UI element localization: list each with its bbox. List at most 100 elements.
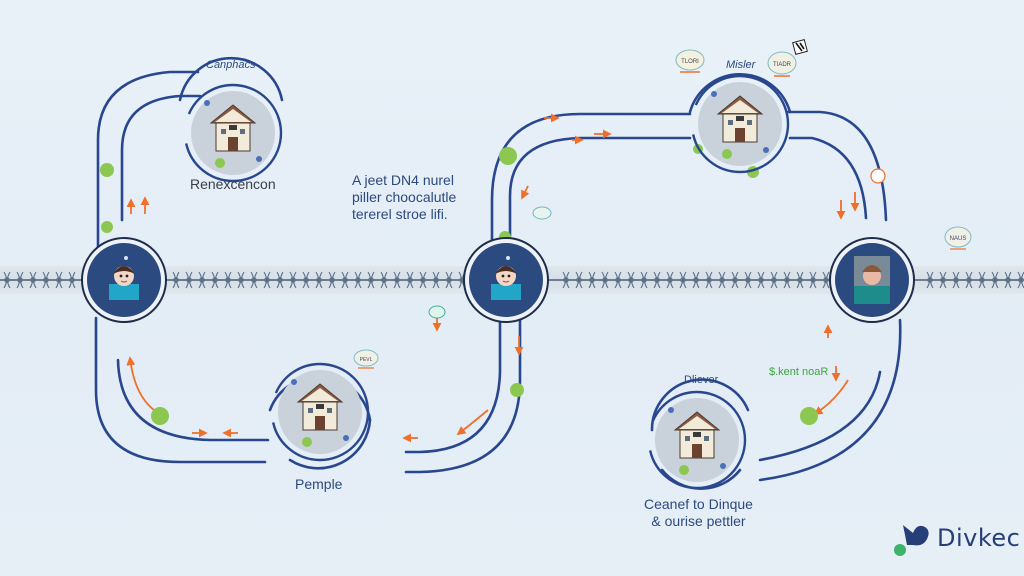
chain-link: [965, 271, 973, 289]
chain-link: [276, 271, 284, 289]
connector-line: [120, 94, 202, 222]
chain-link: [354, 271, 362, 289]
chain-link: [627, 271, 635, 289]
leaf-icon: [722, 149, 732, 159]
connector-line: [688, 73, 792, 114]
leaf-icon: [215, 158, 225, 168]
connector-line: [758, 318, 902, 482]
house-node[interactable]: [690, 74, 790, 174]
badge-text: TLORI: [681, 59, 699, 65]
chain-link: [445, 271, 453, 289]
caption-renexcencon: Renexcencon: [190, 176, 276, 192]
leaf-icon: [510, 383, 524, 397]
chain-link: [302, 271, 310, 289]
house-node[interactable]: [647, 390, 747, 490]
chain-link: [380, 271, 388, 289]
leaf-icon: [800, 407, 818, 425]
arrow-icon: [456, 409, 489, 436]
chain-link: [614, 271, 622, 289]
leaf-icon: [100, 163, 114, 177]
tag-icon: [204, 100, 210, 106]
chain-link: [432, 271, 440, 289]
chain-link: [224, 271, 232, 289]
connector-line: [288, 418, 372, 470]
chain-link: [575, 271, 583, 289]
chain-link: [926, 271, 934, 289]
title-note: A jeet DN4 nurel piller choocalutle tere…: [352, 172, 492, 223]
chain-link: [55, 271, 63, 289]
connector-line: [758, 370, 882, 462]
chain-link: [640, 271, 648, 289]
connector-line: [94, 316, 267, 464]
brand-logo[interactable]: Divkec: [893, 519, 1020, 557]
house-icon: [673, 411, 721, 459]
chain-link: [783, 271, 791, 289]
house-node[interactable]: [270, 362, 370, 462]
connector-line: [404, 318, 522, 474]
chain-link: [419, 271, 427, 289]
leaf-icon: [151, 407, 169, 425]
connector-line: [508, 136, 692, 238]
tag-icon: [291, 379, 297, 385]
person-avatar-icon: [491, 256, 521, 300]
badge-small: [532, 206, 552, 220]
chain-link: [562, 271, 570, 289]
arrow-icon: [126, 356, 161, 415]
badge-text: TIADR: [773, 62, 792, 68]
caption-pemple: Pemple: [295, 476, 343, 492]
house-node[interactable]: [183, 83, 283, 183]
chain-link: [770, 271, 778, 289]
chain-link: [172, 271, 180, 289]
chain-link: [679, 271, 687, 289]
chain-link: [367, 271, 375, 289]
tag-icon: [763, 147, 769, 153]
leaf-icon: [101, 221, 113, 233]
title-note-line: A jeet DN4 nurel: [352, 172, 454, 188]
chain-link: [588, 271, 596, 289]
chain-link: [29, 271, 37, 289]
connector-line: [788, 136, 868, 220]
chain-link: [601, 271, 609, 289]
leaf-icon: [499, 147, 517, 165]
chain-link: [796, 271, 804, 289]
connector-line: [786, 110, 888, 222]
chain-link: [939, 271, 947, 289]
chain-link: [68, 271, 76, 289]
leaf-icon: [302, 437, 312, 447]
chain-link: [263, 271, 271, 289]
chain-link: [705, 271, 713, 289]
badge-text: NAUS: [950, 236, 967, 242]
brand-name: Divkec: [937, 524, 1021, 552]
chain-link: [315, 271, 323, 289]
house-icon: [716, 95, 764, 143]
swirl-icon: [870, 168, 886, 184]
chain-link: [718, 271, 726, 289]
chain-link: [3, 271, 11, 289]
house-icon: [296, 383, 344, 431]
chain-link: [744, 271, 752, 289]
chain-link: [757, 271, 765, 289]
avatar-node[interactable]: [463, 237, 549, 323]
connector-line: [650, 378, 750, 432]
label-dliever: Dliever: [684, 374, 719, 386]
chain-link: [198, 271, 206, 289]
avatar-node[interactable]: [81, 237, 167, 323]
badge-tlori: TLORI: [675, 49, 705, 73]
chain-link: [185, 271, 193, 289]
chain-link: [666, 271, 674, 289]
chain-link: [978, 271, 986, 289]
label-misler: Misler: [726, 59, 756, 71]
arrow-icon: [521, 185, 530, 200]
chain-link: [1004, 271, 1012, 289]
badges: TLORI TIADR NAUS PEVL: [353, 39, 972, 369]
tag-icon: [256, 156, 262, 162]
caption-dinque: Ceanef to Dinque & ourise pettler: [644, 496, 753, 529]
chain-link: [692, 271, 700, 289]
chain-link: [991, 271, 999, 289]
chain-link: [731, 271, 739, 289]
connector-line: [96, 70, 200, 250]
green-tag: $.kent noaR: [769, 366, 829, 378]
chain-link: [289, 271, 297, 289]
avatar-node[interactable]: [829, 237, 915, 323]
